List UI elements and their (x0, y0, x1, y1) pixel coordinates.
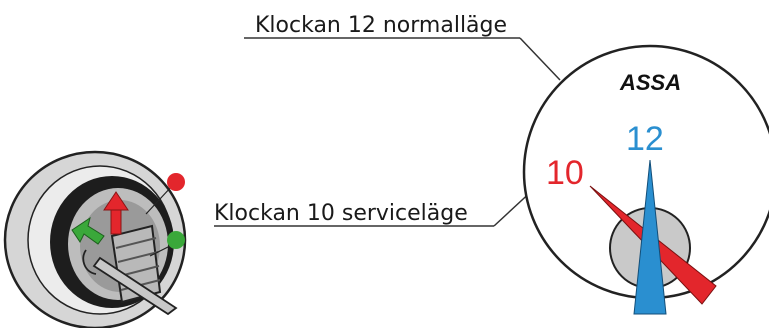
dial-number-service: 10 (546, 154, 584, 192)
dial-brand: ASSA (619, 70, 681, 95)
callout-normal: Klockan 12 normalläge (244, 13, 561, 81)
callout-normal-label: Klockan 12 normalläge (255, 13, 507, 38)
normal-pointer (633, 159, 667, 315)
dial-number-normal: 12 (626, 120, 664, 158)
arrow-up-icon (103, 191, 129, 235)
lock-dial: ASSA 12 10 (522, 44, 769, 315)
key (82, 224, 178, 316)
lock-cylinder-illustration (3, 150, 187, 328)
red-indicator-dot (145, 173, 185, 215)
green-indicator-dot (149, 231, 185, 257)
callout-service: Klockan 10 serviceläge (214, 187, 536, 227)
callout-service-label: Klockan 10 serviceläge (214, 201, 468, 226)
arrow-up-left-icon (71, 216, 105, 245)
